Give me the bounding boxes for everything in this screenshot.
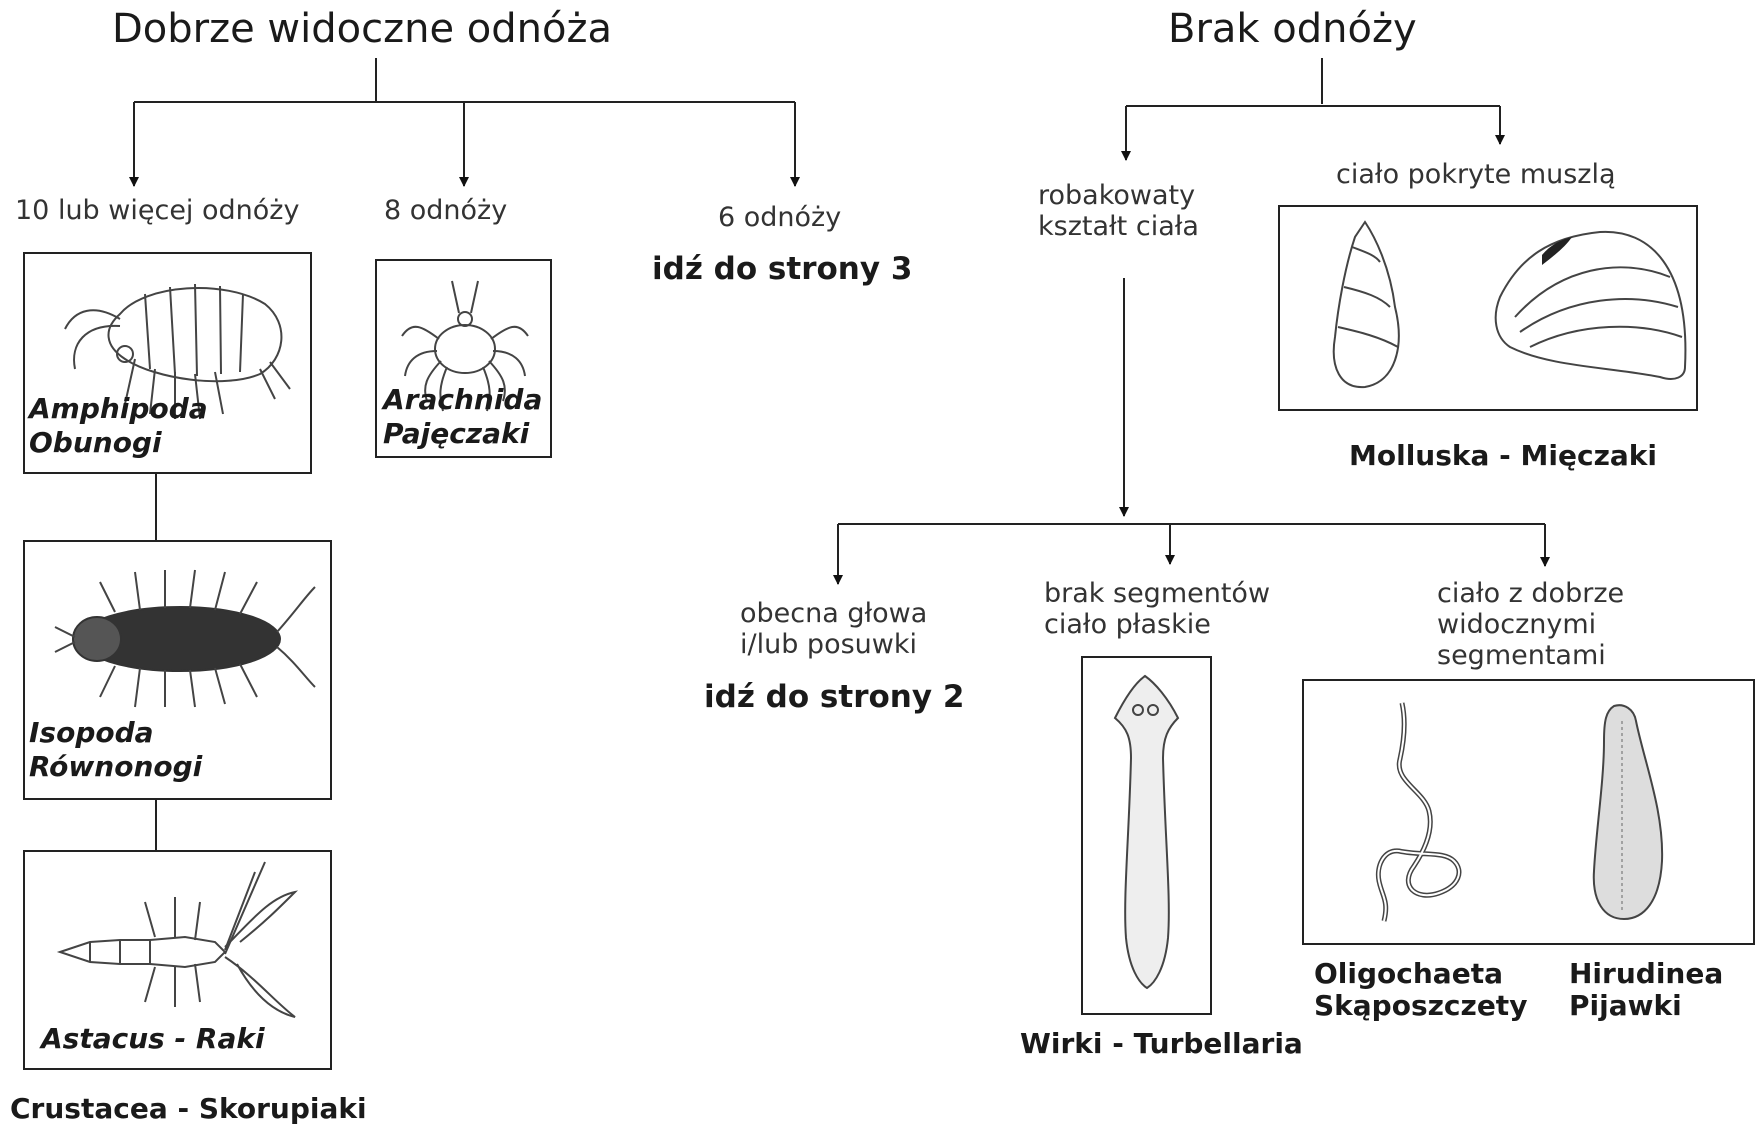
- arachnida-polish: Pajęczaki: [383, 417, 542, 451]
- worm-shaped-line2: kształt ciała: [1038, 211, 1199, 242]
- mollusc-illustration: [1280, 207, 1700, 413]
- astacus-label: Astacus - Raki: [41, 1022, 265, 1056]
- arachnida-latin: Arachnida: [383, 383, 542, 417]
- worm-shaped-line1: robakowaty: [1038, 180, 1199, 211]
- hirudinea-polish: Pijawki: [1569, 990, 1723, 1022]
- branch-six-legs: 6 odnóży: [718, 202, 841, 233]
- oligochaeta-label: Oligochaeta Skąposzczety: [1314, 958, 1527, 1022]
- flat-line1: brak segmentów: [1044, 578, 1270, 609]
- segmented-line3: segmentami: [1437, 640, 1624, 671]
- worm-shaped-label: robakowaty kształt ciała: [1038, 180, 1199, 242]
- segmented-line1: ciało z dobrze: [1437, 578, 1624, 609]
- flat-body-label: brak segmentów ciało płaskie: [1044, 578, 1270, 640]
- isopoda-polish: Równonogi: [29, 750, 202, 784]
- flat-line2: ciało płaskie: [1044, 609, 1270, 640]
- annelid-illustration: [1304, 681, 1755, 947]
- head-line2: i/lub posuwki: [740, 629, 927, 660]
- mollusca-box: [1278, 205, 1698, 411]
- isopoda-latin: Isopoda: [29, 716, 202, 750]
- segmented-line2: widocznymi: [1437, 609, 1624, 640]
- right-title: Brak odnóży: [1168, 6, 1417, 52]
- amphipoda-polish: Obunogi: [29, 426, 208, 460]
- hirudinea-label: Hirudinea Pijawki: [1569, 958, 1723, 1022]
- arachnida-box: Arachnida Pajęczaki: [375, 259, 552, 458]
- crustacea-label: Crustacea - Skorupiaki: [10, 1093, 367, 1125]
- left-title: Dobrze widoczne odnóża: [112, 6, 612, 52]
- astacus-box: Astacus - Raki: [23, 850, 332, 1070]
- hirudinea-latin: Hirudinea: [1569, 958, 1723, 990]
- head-line1: obecna głowa: [740, 598, 927, 629]
- segmented-body-label: ciało z dobrze widocznymi segmentami: [1437, 578, 1624, 671]
- amphipoda-box: Amphipoda Obunogi: [23, 252, 312, 474]
- goto-page-2: idź do strony 2: [704, 680, 964, 716]
- isopoda-box: Isopoda Równonogi: [23, 540, 332, 800]
- head-label: obecna głowa i/lub posuwki: [740, 598, 927, 660]
- oligochaeta-polish: Skąposzczety: [1314, 990, 1527, 1022]
- branch-eight-legs: 8 odnóży: [384, 195, 507, 226]
- turbellaria-label: Wirki - Turbellaria: [1020, 1028, 1303, 1060]
- turbellaria-box: [1081, 656, 1212, 1015]
- flatworm-illustration: [1083, 658, 1214, 1017]
- annelid-box: [1302, 679, 1755, 945]
- amphipoda-latin: Amphipoda: [29, 392, 208, 426]
- goto-page-3: idź do strony 3: [652, 252, 912, 288]
- mollusca-label: Molluska - Mięczaki: [1349, 440, 1657, 472]
- shell-covered-label: ciało pokryte muszlą: [1336, 159, 1616, 190]
- branch-ten-legs: 10 lub więcej odnóży: [15, 195, 299, 226]
- oligochaeta-latin: Oligochaeta: [1314, 958, 1527, 990]
